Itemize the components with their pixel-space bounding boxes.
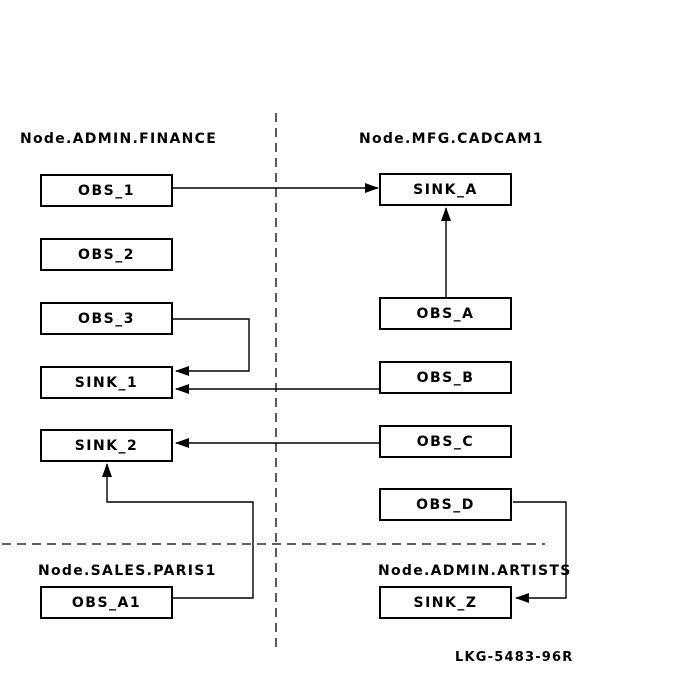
box-obs-3: OBS_3 (40, 302, 173, 335)
arrow-obs3-to-sink1 (173, 318, 250, 376)
box-sink-a: SINK_A (379, 173, 512, 206)
node-label-admin-finance: Node.ADMIN.FINANCE (20, 131, 218, 147)
node-label-sales-paris1: Node.SALES.PARIS1 (38, 563, 217, 579)
node-label-admin-artists: Node.ADMIN.ARTISTS (378, 563, 572, 579)
box-obs-b: OBS_B (379, 361, 512, 394)
box-obs-2: OBS_2 (40, 238, 173, 271)
node-label-mfg-cadcam1: Node.MFG.CADCAM1 (359, 131, 544, 147)
box-sink-2: SINK_2 (40, 429, 173, 462)
box-obs-1: OBS_1 (40, 174, 173, 207)
figure-caption: LKG-5483-96R (455, 650, 574, 665)
box-sink-z: SINK_Z (379, 586, 512, 619)
box-obs-a1: OBS_A1 (40, 586, 173, 619)
arrow-obsd-to-sinkz (513, 501, 567, 603)
box-obs-d: OBS_D (379, 488, 512, 521)
box-obs-a: OBS_A (379, 297, 512, 330)
box-obs-c: OBS_C (379, 425, 512, 458)
box-sink-1: SINK_1 (40, 366, 173, 399)
